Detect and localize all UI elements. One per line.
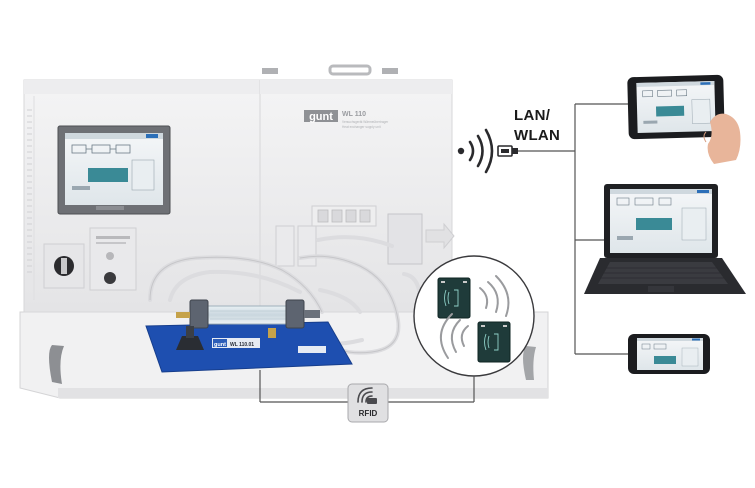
rfid-tag-2 bbox=[477, 321, 511, 363]
network-label-line1: LAN/ bbox=[514, 107, 551, 124]
nfc-wave-icon bbox=[440, 275, 510, 359]
model-subtitle-1: Versuchsgerät Wärmeübertrager bbox=[342, 120, 389, 124]
rfid-label: RFID bbox=[359, 409, 378, 418]
rfid-connector bbox=[259, 370, 475, 403]
handle-right bbox=[523, 346, 536, 380]
brand-name: gunt bbox=[309, 111, 333, 123]
network-label: LAN/ WLAN bbox=[514, 106, 574, 146]
handle-left bbox=[49, 345, 64, 384]
tube-heat-exchanger bbox=[176, 299, 320, 350]
network-tree bbox=[574, 103, 628, 355]
carry-handle bbox=[328, 64, 372, 76]
model-label: WL 110 bbox=[342, 111, 366, 118]
brand-logo: gunt bbox=[304, 110, 338, 123]
smartphone-icon bbox=[628, 334, 710, 374]
rfid-tag-1 bbox=[437, 277, 471, 319]
laptop-icon bbox=[584, 184, 746, 294]
rfid-icon: RFID bbox=[347, 383, 389, 423]
tablet-icon bbox=[627, 74, 741, 164]
trainer-unit: gunt WL 110 Versuchsgerät Wärmeübertrage… bbox=[19, 64, 549, 399]
rfid-tags-callout bbox=[413, 255, 535, 377]
plate-model: WL 110.01 bbox=[230, 342, 254, 348]
plate-brand: gunt bbox=[214, 342, 226, 348]
usb-plug-icon bbox=[497, 145, 518, 157]
wireless-signal-icon bbox=[457, 128, 494, 174]
unit-touchscreen bbox=[57, 125, 171, 215]
plate-heat-exchanger bbox=[387, 213, 423, 265]
emergency-button bbox=[104, 272, 116, 284]
model-subtitle-2: Heat exchanger supply unit bbox=[342, 125, 381, 129]
network-label-line2: WLAN bbox=[514, 127, 561, 144]
mat-label-plate bbox=[212, 338, 260, 348]
